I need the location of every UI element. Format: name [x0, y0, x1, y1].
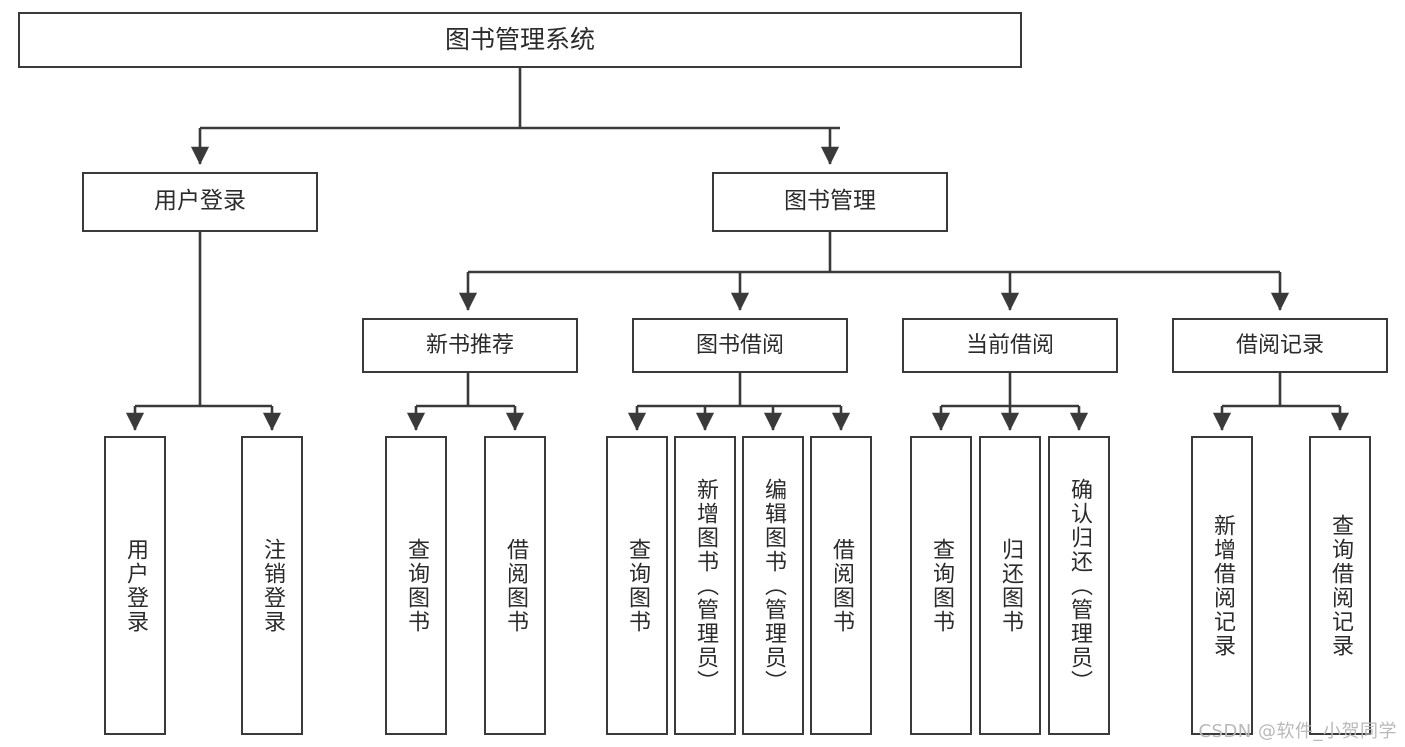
node-label: 图书借阅 [695, 332, 784, 358]
node-label: 查询图书 [624, 537, 650, 634]
node-leaf-return-book[interactable]: 归还图书 [979, 436, 1041, 735]
node-label: 借阅记录 [1235, 332, 1324, 358]
node-current-borrow[interactable]: 当前借阅 [902, 318, 1118, 373]
node-leaf-query-book-1[interactable]: 查询图书 [385, 436, 447, 735]
node-label: 新增图书（管理员） [692, 477, 718, 694]
node-leaf-user-login[interactable]: 用户登录 [104, 436, 166, 735]
node-user-login[interactable]: 用户登录 [82, 172, 318, 232]
node-label: 查询图书 [928, 537, 954, 634]
node-label: 图书管理 [784, 188, 876, 215]
node-leaf-edit-book[interactable]: 编辑图书（管理员） [742, 436, 804, 735]
node-label: 当前借阅 [965, 332, 1054, 358]
node-leaf-query-record[interactable]: 查询借阅记录 [1309, 436, 1371, 735]
node-label: 归还图书 [997, 537, 1023, 634]
node-label: 确认归还（管理员） [1066, 477, 1092, 694]
node-book-borrow[interactable]: 图书借阅 [632, 318, 848, 373]
node-label: 编辑图书（管理员） [760, 477, 786, 694]
node-leaf-logout-login[interactable]: 注销登录 [241, 436, 303, 735]
node-label: 注销登录 [259, 537, 285, 634]
node-label: 新增借阅记录 [1209, 513, 1235, 658]
node-leaf-add-book[interactable]: 新增图书（管理员） [674, 436, 736, 735]
node-label: 图书管理系统 [444, 25, 595, 55]
node-leaf-add-record[interactable]: 新增借阅记录 [1191, 436, 1253, 735]
node-label: 新书推荐 [425, 332, 514, 358]
node-new-book-recommend[interactable]: 新书推荐 [362, 318, 578, 373]
node-book-management[interactable]: 图书管理 [712, 172, 948, 232]
watermark: CSDN @软件_小贺同学 [1198, 721, 1397, 742]
node-label: 用户登录 [122, 537, 148, 634]
node-label: 查询图书 [403, 537, 429, 634]
node-leaf-query-book-3[interactable]: 查询图书 [910, 436, 972, 735]
node-leaf-borrow-book-2[interactable]: 借阅图书 [810, 436, 872, 735]
node-label: 查询借阅记录 [1327, 513, 1353, 658]
node-borrow-record[interactable]: 借阅记录 [1172, 318, 1388, 373]
node-label: 借阅图书 [828, 537, 854, 634]
node-leaf-confirm-return[interactable]: 确认归还（管理员） [1048, 436, 1110, 735]
node-label: 借阅图书 [502, 537, 528, 634]
node-leaf-query-book-2[interactable]: 查询图书 [606, 436, 668, 735]
node-leaf-borrow-book-1[interactable]: 借阅图书 [484, 436, 546, 735]
node-root-book-management-system[interactable]: 图书管理系统 [18, 12, 1022, 68]
node-label: 用户登录 [154, 188, 246, 215]
